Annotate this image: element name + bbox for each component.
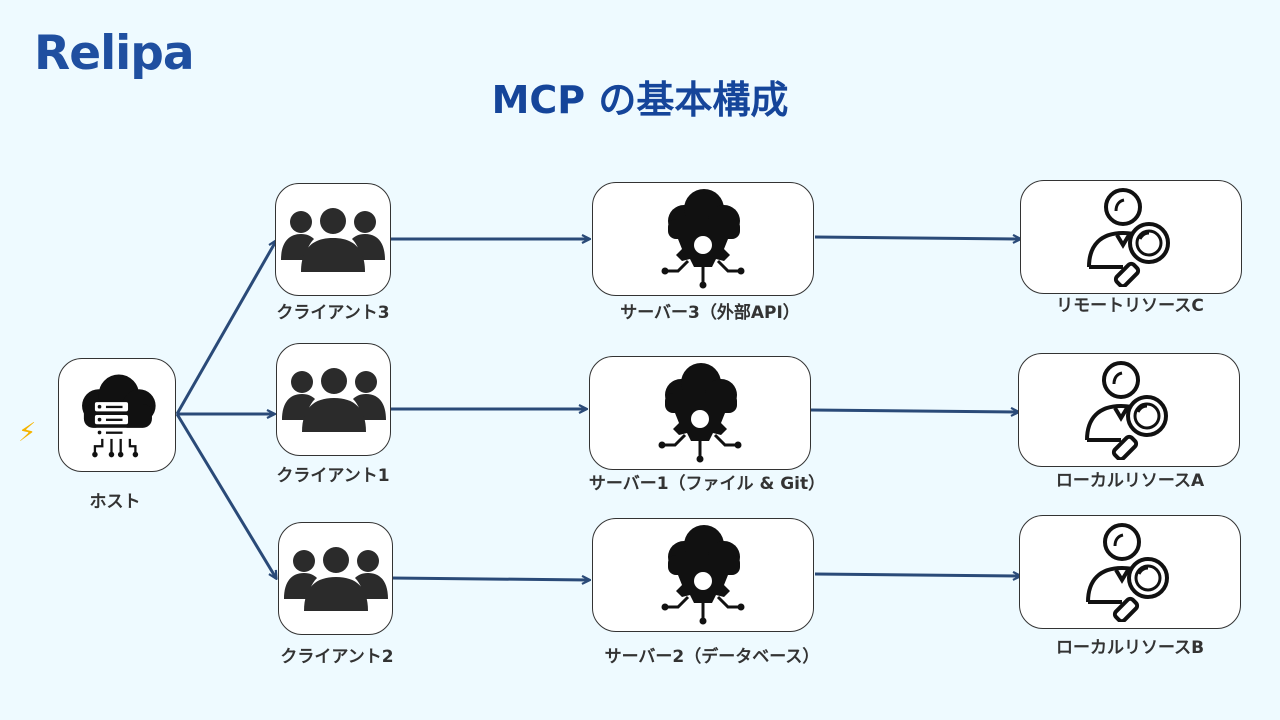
resource-b-node[interactable] — [1019, 515, 1241, 629]
client1-node[interactable] — [276, 343, 391, 456]
relipa-logo: Relipa — [34, 26, 195, 81]
resource-c-label: リモートリソースC — [1056, 296, 1204, 316]
people-group-icon — [281, 367, 386, 432]
lightning-bolt-icon: ⚡ — [18, 418, 37, 448]
arrow-server2-resourceb — [814, 574, 1020, 576]
arrow-server3-resourcec — [814, 237, 1020, 239]
arrow-host-client2 — [175, 413, 276, 578]
people-group-icon — [283, 546, 388, 611]
server3-label: サーバー3（外部API） — [620, 303, 800, 323]
client3-node[interactable] — [275, 183, 391, 296]
page-title: MCP の基本構成 — [491, 78, 789, 122]
server2-label: サーバー2（データベース） — [604, 647, 820, 667]
person-search-icon — [1086, 523, 1169, 622]
people-group-icon — [281, 207, 385, 272]
person-search-icon — [1087, 188, 1170, 287]
host-label: ホスト — [89, 492, 141, 512]
cloud-gear-icon — [661, 189, 745, 289]
server1-node[interactable] — [589, 356, 811, 470]
resource-a-label: ローカルリソースA — [1055, 471, 1205, 491]
client3-label: クライアント3 — [276, 303, 390, 323]
client2-label: クライアント2 — [280, 647, 394, 667]
person-search-icon — [1085, 361, 1168, 460]
resource-c-node[interactable] — [1020, 180, 1242, 294]
resource-b-label: ローカルリソースB — [1055, 638, 1205, 658]
cloud-gear-icon — [658, 363, 742, 463]
host-node[interactable] — [58, 358, 176, 472]
server2-node[interactable] — [592, 518, 814, 632]
client2-node[interactable] — [278, 522, 393, 635]
server1-label: サーバー1（ファイル & Git） — [588, 474, 826, 494]
resource-a-node[interactable] — [1018, 353, 1240, 467]
server3-node[interactable] — [592, 182, 814, 296]
arrow-host-client3 — [175, 241, 276, 415]
cloud-gear-icon — [661, 525, 745, 625]
arrow-client2-server2 — [390, 578, 589, 580]
cloud-server-icon — [82, 374, 156, 458]
arrow-server1-resourcea — [810, 410, 1018, 412]
client1-label: クライアント1 — [276, 466, 390, 486]
